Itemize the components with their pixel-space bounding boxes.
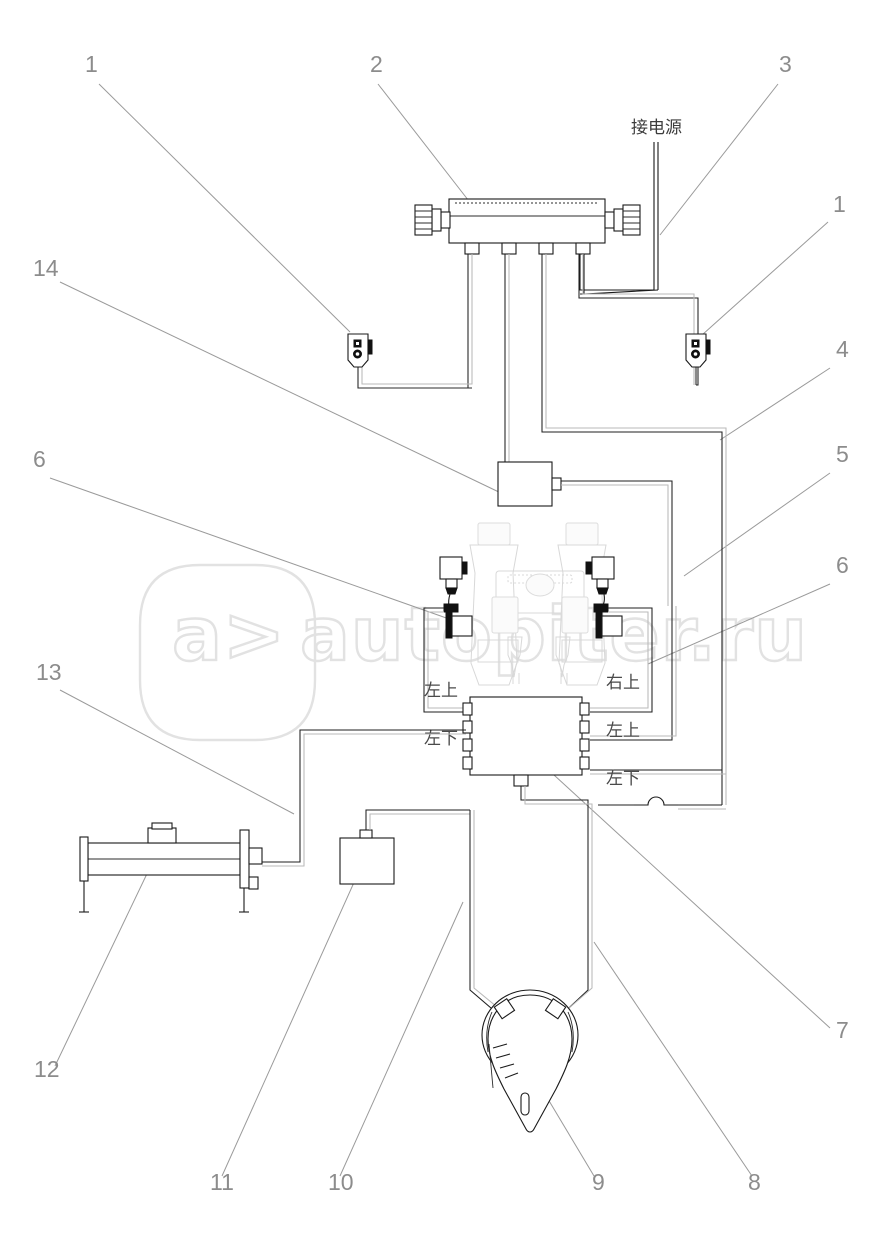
callout-10: 10 [328,1169,354,1195]
relay-box [339,809,470,885]
tank-supply-line [262,729,466,867]
valve-assembly-left [439,556,473,639]
callout-6-left: 6 [33,446,46,472]
port-label-right-top: 右上 [606,673,640,693]
callout-1-right: 1 [833,191,846,217]
callout-1-top: 1 [85,51,98,77]
hose-10 [469,810,509,1021]
distribution-valve-block [462,696,590,787]
callout-9: 9 [592,1169,605,1195]
ghost-engine-art [469,522,607,686]
port-label-right-bottom: 左下 [606,769,640,789]
watermark-logo-glyph: a> [172,592,286,678]
cable-connector-right [685,333,711,368]
watermark: a> autopiter.ru [138,563,808,742]
control-relay-module [497,461,673,606]
callout-12: 12 [34,1056,60,1082]
watermark-text: autopiter.ru [300,592,808,678]
callout-14: 14 [33,255,59,281]
callout-leaders [49,83,831,1177]
callout-3: 3 [779,51,792,77]
compressor-cylinder [414,198,641,255]
callout-4: 4 [836,336,849,362]
port-label-left-bottom: 左下 [424,729,458,749]
power-source-label: 接电源 [631,118,682,138]
callout-13: 13 [36,659,62,685]
valve-assembly-right [585,556,623,639]
callout-7: 7 [836,1017,849,1043]
callout-2: 2 [370,51,383,77]
callout-11: 11 [210,1169,234,1195]
valve-hoses [423,500,727,775]
callout-5: 5 [836,441,849,467]
air-reservoir-tank [79,822,263,913]
callout-numbers: 1 2 3 1 14 4 5 6 6 13 7 12 11 10 9 8 [33,51,849,1195]
port-label-right-mid: 左上 [606,721,640,741]
callout-8: 8 [748,1169,761,1195]
hose-8 [520,786,726,1021]
cable-connector-left [347,333,373,368]
air-horn-trumpet [481,989,579,1133]
port-label-left-top: 左上 [424,681,458,701]
callout-6-right: 6 [836,552,849,578]
